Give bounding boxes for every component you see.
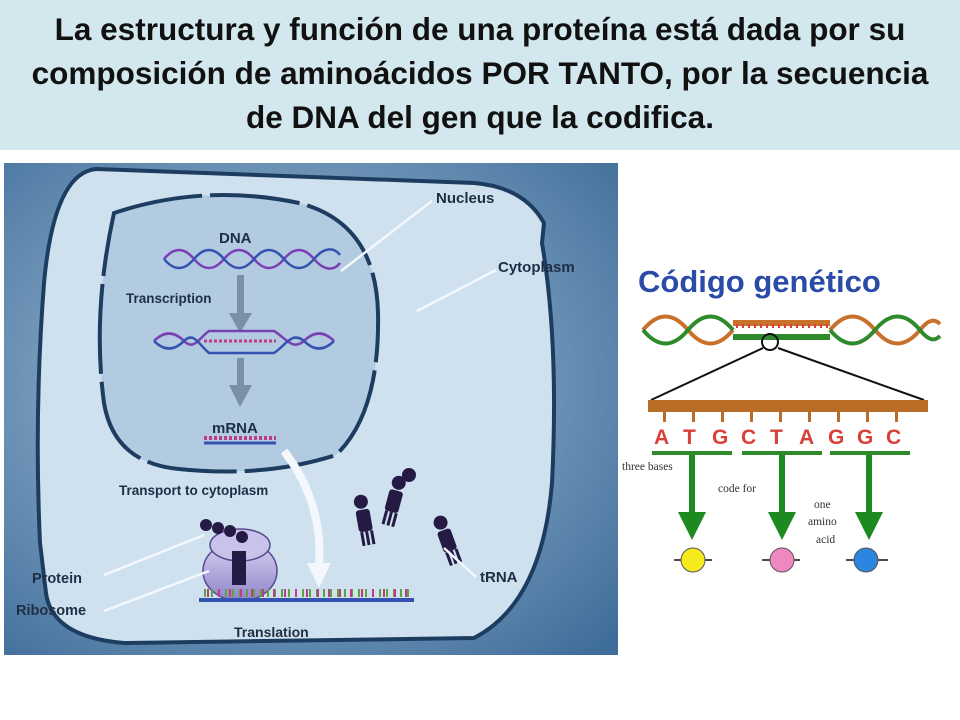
transport-arrow-head — [307, 563, 331, 588]
slide-title: La estructura y función de una proteína … — [31, 11, 929, 135]
title-banner: La estructura y función de una proteína … — [0, 0, 960, 150]
label-trna: tRNA — [480, 569, 518, 586]
base-letter: T — [683, 426, 696, 449]
dna-double-helix — [163, 248, 341, 270]
label-mrna: mRNA — [212, 420, 258, 437]
protein-chain — [200, 519, 248, 543]
transcription-bubble — [153, 329, 335, 355]
zoom-line-right — [777, 347, 925, 401]
amino-acid-chain — [674, 547, 888, 573]
base-letter: T — [770, 426, 783, 449]
transport-arrow — [280, 448, 324, 569]
base-letter: G — [857, 426, 873, 449]
ribosome — [202, 528, 278, 602]
dna-helix-small — [641, 314, 942, 346]
zoom-line-left — [650, 347, 764, 401]
transcription-arrow-shaft — [237, 275, 244, 315]
label-code-for: code for — [718, 483, 756, 495]
mrna-strand — [204, 436, 276, 445]
translation-mrna — [199, 589, 414, 602]
base-letter: G — [828, 426, 844, 449]
zoom-circle — [761, 333, 779, 351]
export-arrow-shaft — [237, 358, 244, 388]
label-amino: amino — [808, 516, 837, 528]
label-dna: DNA — [219, 230, 252, 247]
base-letter: A — [799, 426, 814, 449]
genetic-code-title: Código genético — [638, 264, 881, 299]
genetic-code-diagram: Código genético A T G C T A G G C — [622, 264, 942, 573]
trna-molecules — [353, 468, 463, 567]
codon-arrows — [678, 455, 883, 540]
transcription-arrow-head — [229, 313, 252, 333]
amino-acid-blue — [853, 547, 879, 573]
label-nucleus: Nucleus — [436, 190, 494, 207]
cell-diagram: Nucleus Cytoplasm DNA Transcription mRNA… — [4, 163, 618, 655]
base-letter: G — [712, 426, 728, 449]
label-acid: acid — [816, 534, 835, 546]
label-transcription: Transcription — [126, 291, 212, 306]
base-letter: C — [886, 426, 901, 449]
label-one: one — [814, 499, 831, 511]
label-three-bases: three bases — [622, 461, 673, 473]
label-transport: Transport to cytoplasm — [119, 483, 268, 498]
label-protein: Protein — [32, 571, 82, 587]
base-letter: A — [654, 426, 669, 449]
base-letter: C — [741, 426, 756, 449]
export-arrow-head — [229, 385, 252, 407]
label-translation: Translation — [234, 624, 309, 640]
amino-acid-yellow — [680, 547, 706, 573]
label-cytoplasm: Cytoplasm — [498, 259, 575, 276]
amino-acid-pink — [769, 547, 795, 573]
label-ribosome: Ribosome — [16, 603, 86, 619]
strand-ticks — [663, 410, 898, 422]
gene-strand — [648, 400, 928, 412]
callout-lines — [103, 200, 497, 613]
